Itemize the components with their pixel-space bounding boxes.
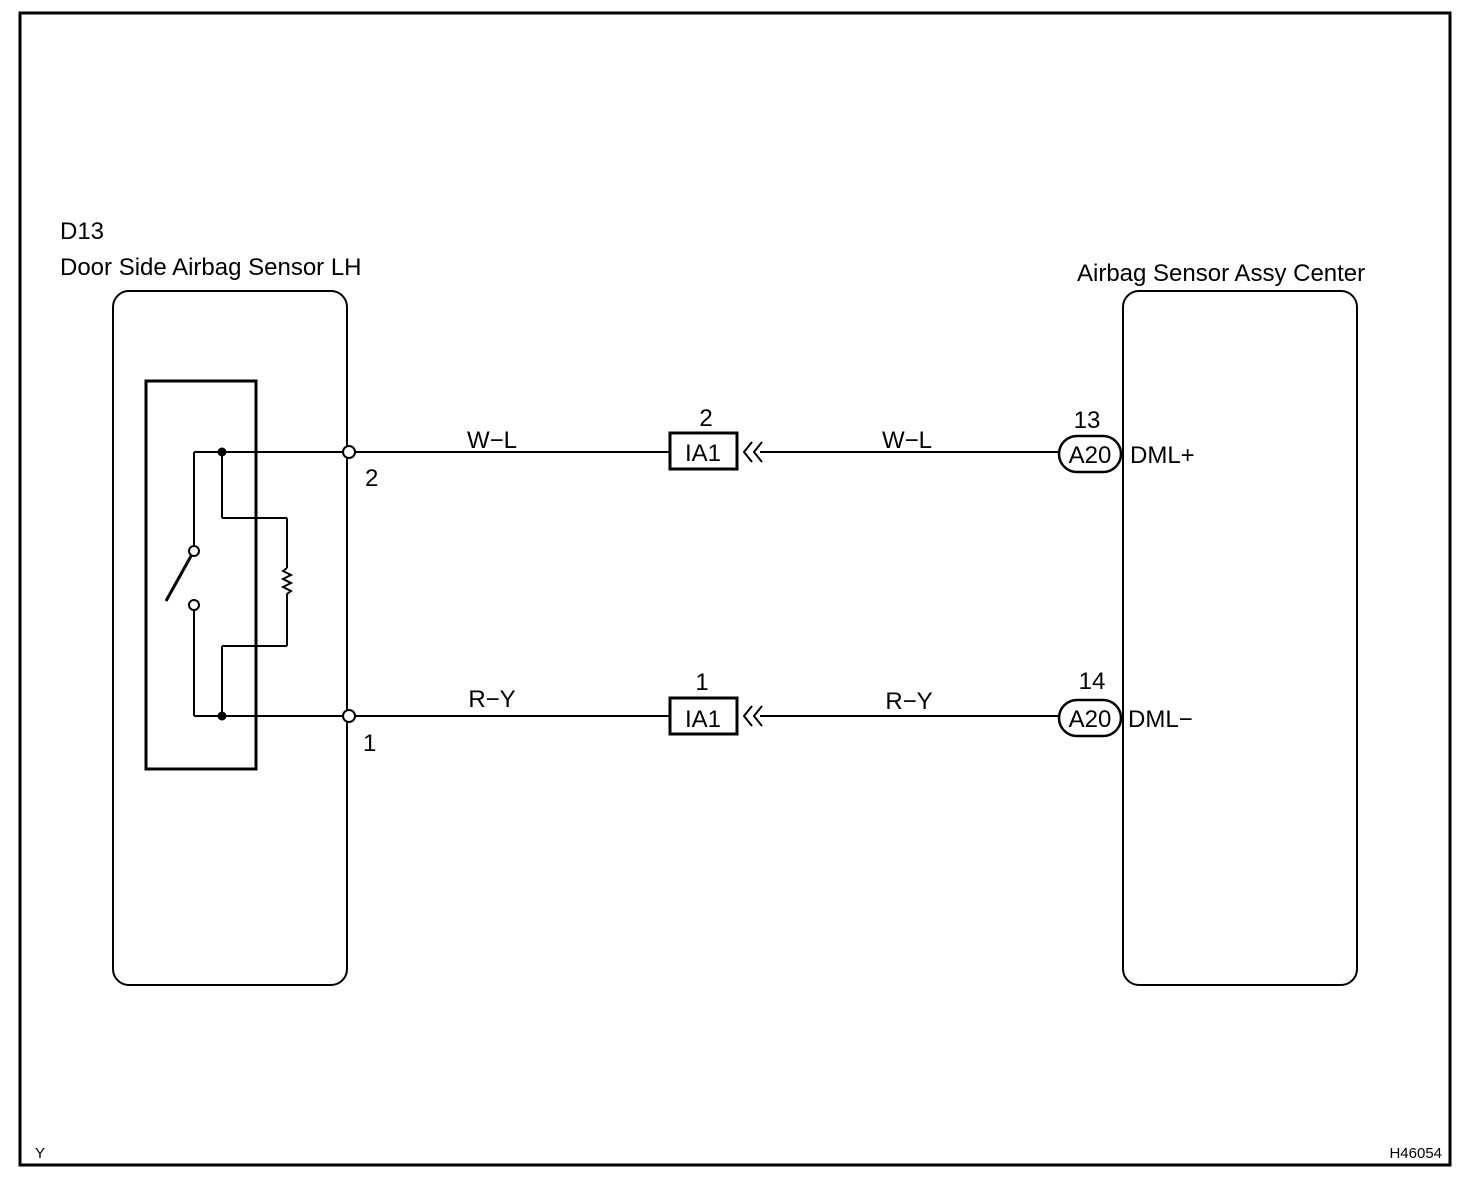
left-pin-label: 2 [365,465,378,492]
diagram-frame [18,11,1452,1167]
switch-icon [164,545,200,611]
left-component-code: D13 [60,218,104,245]
ecu-signal-label: DML+ [1130,442,1195,469]
junction-connector-box [668,431,739,471]
junction-pin-label: 2 [699,405,712,432]
pin-terminal-icon [342,445,356,459]
resistor-icon [280,567,294,598]
junction-pin-label: 1 [695,669,708,696]
sensor-internal-circuit [193,451,350,717]
junction-dot [217,711,227,721]
left-pin-label: 1 [363,730,376,757]
right-component-name: Airbag Sensor Assy Center [1077,260,1365,287]
double-chevron-connector-icon [742,705,763,727]
pin-terminal-icon [342,709,356,723]
junction-dot [217,447,227,457]
right-component-box [1122,290,1358,986]
footer-left-code: Y [35,1145,45,1162]
ecu-pin-label: 13 [1074,407,1101,434]
ecu-signal-label: DML− [1128,706,1193,733]
footer-figure-id: H46054 [1389,1145,1442,1162]
junction-connector-label: IA1 [685,440,721,467]
wire-color-label: W−L [882,427,932,454]
wire-color-label: R−Y [885,688,932,715]
ecu-connector-label: A20 [1069,706,1112,733]
ecu-pin-label: 14 [1079,668,1106,695]
sensor-element-box [144,379,258,771]
junction-connector-label: IA1 [685,706,721,733]
left-component-name: Door Side Airbag Sensor LH [60,254,362,281]
wire-color-label: W−L [467,427,517,454]
wire-color-label: R−Y [468,686,515,713]
ecu-connector-label: A20 [1069,442,1112,469]
double-chevron-connector-icon [742,441,763,463]
ecu-connector-oval [1057,698,1123,738]
junction-connector-box [668,696,739,736]
left-component-box [112,290,348,986]
ecu-connector-oval [1057,434,1123,474]
